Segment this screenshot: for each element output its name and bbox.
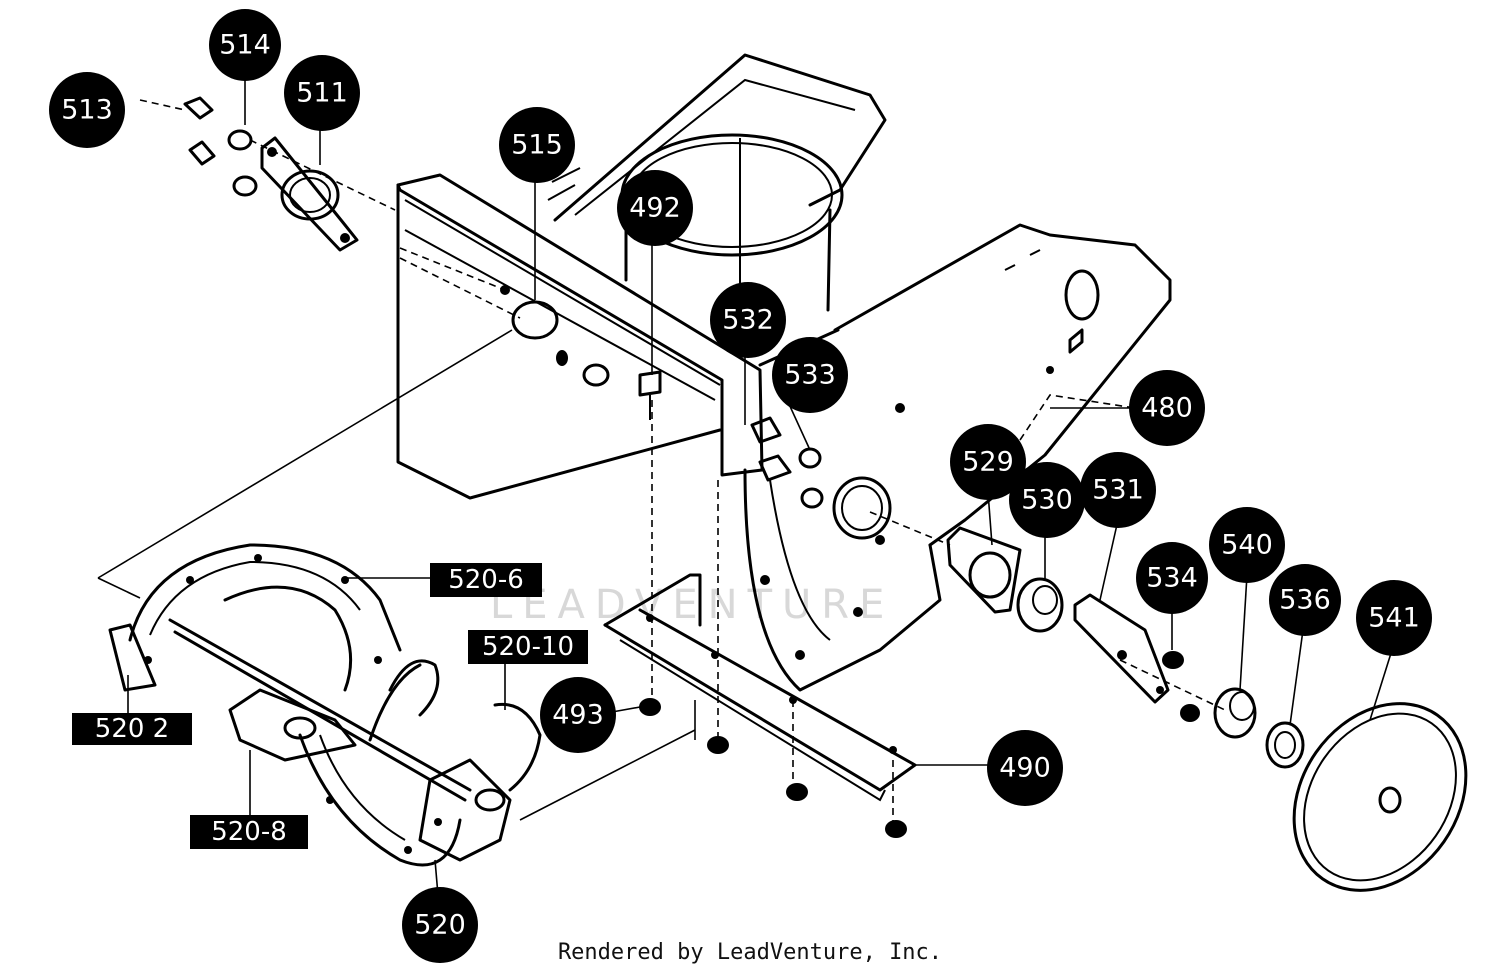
callout-513: 513 — [49, 72, 125, 148]
svg-text:534: 534 — [1146, 563, 1198, 594]
bolt-513 — [183, 96, 216, 166]
washers-533 — [798, 447, 824, 509]
svg-text:490: 490 — [999, 753, 1051, 784]
svg-text:520-10: 520-10 — [482, 632, 574, 662]
callout-529: 529 — [950, 424, 1026, 500]
svg-text:533: 533 — [784, 360, 836, 391]
svg-text:493: 493 — [552, 700, 604, 731]
pulley-541 — [1292, 702, 1468, 892]
callout-532: 532 — [710, 282, 786, 358]
svg-text:541: 541 — [1368, 603, 1420, 634]
svg-text:511: 511 — [296, 78, 348, 109]
svg-text:514: 514 — [219, 30, 271, 61]
svg-text:540: 540 — [1221, 530, 1273, 561]
spacer-540 — [1213, 687, 1257, 739]
housing-panel — [396, 173, 764, 500]
svg-text:529: 529 — [962, 447, 1014, 478]
svg-text:480: 480 — [1141, 393, 1193, 424]
callout-492: 492 — [617, 170, 693, 246]
callout-515: 515 — [499, 107, 575, 183]
svg-text:492: 492 — [629, 193, 681, 224]
washer-536 — [1265, 721, 1305, 769]
callout-530: 530 — [1009, 462, 1085, 538]
callout-520: 520 — [402, 887, 478, 963]
svg-text:513: 513 — [61, 95, 113, 126]
callout-540: 540 — [1209, 507, 1285, 583]
svg-text:520-6: 520-6 — [448, 565, 524, 595]
watermark-text: LEADVENTURE — [490, 582, 894, 628]
upper-frame — [547, 53, 887, 312]
assembly-lines — [97, 99, 1226, 825]
svg-text:520 2: 520 2 — [95, 714, 169, 744]
nuts-493 — [639, 698, 907, 838]
callout-493: 493 — [540, 677, 616, 753]
plate-531 — [1073, 593, 1170, 704]
auger-assembly-520 — [108, 543, 542, 867]
svg-text:536: 536 — [1279, 585, 1331, 616]
svg-text:530: 530 — [1021, 485, 1073, 516]
svg-text:520-8: 520-8 — [211, 817, 287, 847]
flange-529 — [946, 526, 1022, 614]
grease-fitting-492 — [638, 370, 662, 420]
nut-534 — [1162, 651, 1200, 722]
callout-536: 536 — [1269, 564, 1341, 636]
callout-534: 534 — [1136, 542, 1208, 614]
tag-520-10: 520-10 — [468, 630, 588, 664]
callout-514: 514 — [209, 9, 281, 81]
callout-490: 490 — [987, 730, 1063, 806]
svg-text:532: 532 — [722, 305, 774, 336]
tag-520-6: 520-6 — [430, 563, 542, 597]
bearing-530 — [1016, 577, 1064, 633]
washer-514 — [227, 129, 258, 197]
callout-511: 511 — [284, 55, 360, 131]
tag-520-8: 520-8 — [190, 815, 308, 849]
callout-533: 533 — [772, 337, 848, 413]
svg-text:515: 515 — [511, 130, 563, 161]
flange-bearing-511 — [260, 136, 359, 252]
callout-480: 480 — [1129, 370, 1205, 446]
callout-541: 541 — [1356, 580, 1432, 656]
callout-531: 531 — [1080, 452, 1156, 528]
tag-520-2: 520 2 — [72, 713, 192, 745]
bolts-532 — [750, 416, 792, 482]
credit-text: Rendered by LeadVenture, Inc. — [557, 940, 943, 965]
svg-text:520: 520 — [414, 910, 466, 941]
svg-text:531: 531 — [1092, 475, 1144, 506]
